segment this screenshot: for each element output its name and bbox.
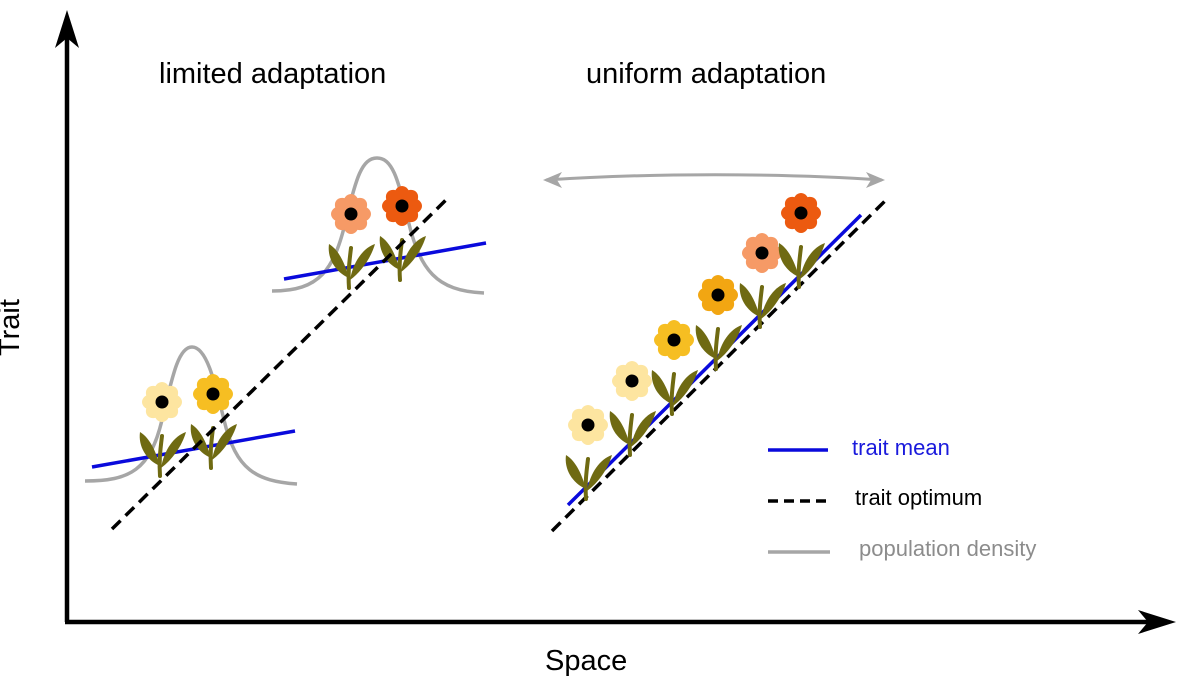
y-axis	[55, 10, 79, 622]
y-axis-arrowhead-icon	[55, 10, 79, 48]
legend-trait-mean-label: trait mean	[852, 435, 950, 460]
flower-icon	[326, 192, 377, 290]
trait-optimum-line	[110, 194, 452, 531]
flower-icon	[693, 273, 744, 371]
flower-icon	[377, 184, 428, 282]
flower-icon	[563, 403, 614, 501]
flower-icon	[607, 359, 658, 457]
flower-icon	[137, 380, 188, 478]
trait-optimum-line	[550, 196, 890, 533]
legend	[768, 448, 830, 554]
legend-population-density-label: population density	[859, 536, 1037, 561]
population-density-curve	[271, 156, 485, 295]
legend-trait-optimum-label: trait optimum	[855, 485, 983, 510]
double-headed-arrow-icon	[543, 172, 562, 188]
flower-icon	[776, 191, 827, 289]
double-headed-arrow-icon	[866, 172, 885, 188]
left-panel-title: limited adaptation	[159, 58, 387, 90]
y-axis-label: Trait	[0, 299, 26, 356]
lower-population	[84, 345, 298, 486]
population-density-line	[545, 173, 883, 182]
flower-icon	[649, 318, 700, 416]
upper-population	[271, 156, 487, 295]
flower-icon	[188, 372, 239, 470]
right-panel-title: uniform adaptation	[586, 58, 827, 90]
x-axis-arrowhead-icon	[1138, 610, 1176, 634]
uniform-population	[543, 172, 890, 533]
x-axis-label: Space	[545, 645, 628, 677]
x-axis	[65, 610, 1176, 634]
